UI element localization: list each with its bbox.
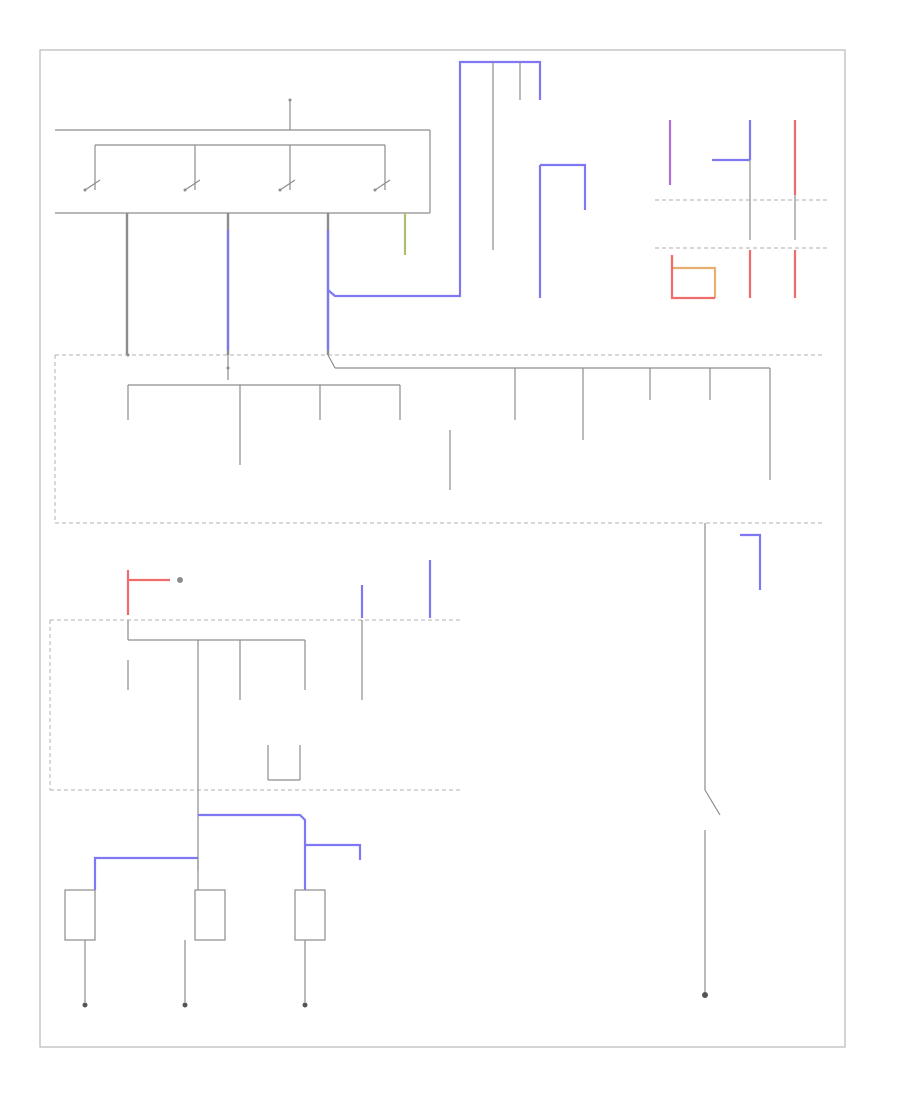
section2-sources	[126, 560, 432, 618]
fuse-box-secondary	[49, 619, 462, 870]
blue-route-top	[327, 60, 587, 298]
bottom-switches	[64, 813, 362, 1008]
switch-outputs	[125, 213, 407, 355]
fuse-box-main	[54, 353, 825, 524]
top-right-circuits	[655, 120, 830, 300]
ignition-switch-block	[55, 98, 431, 214]
diagram-frame	[39, 49, 846, 1048]
right-side-switch	[702, 523, 762, 998]
